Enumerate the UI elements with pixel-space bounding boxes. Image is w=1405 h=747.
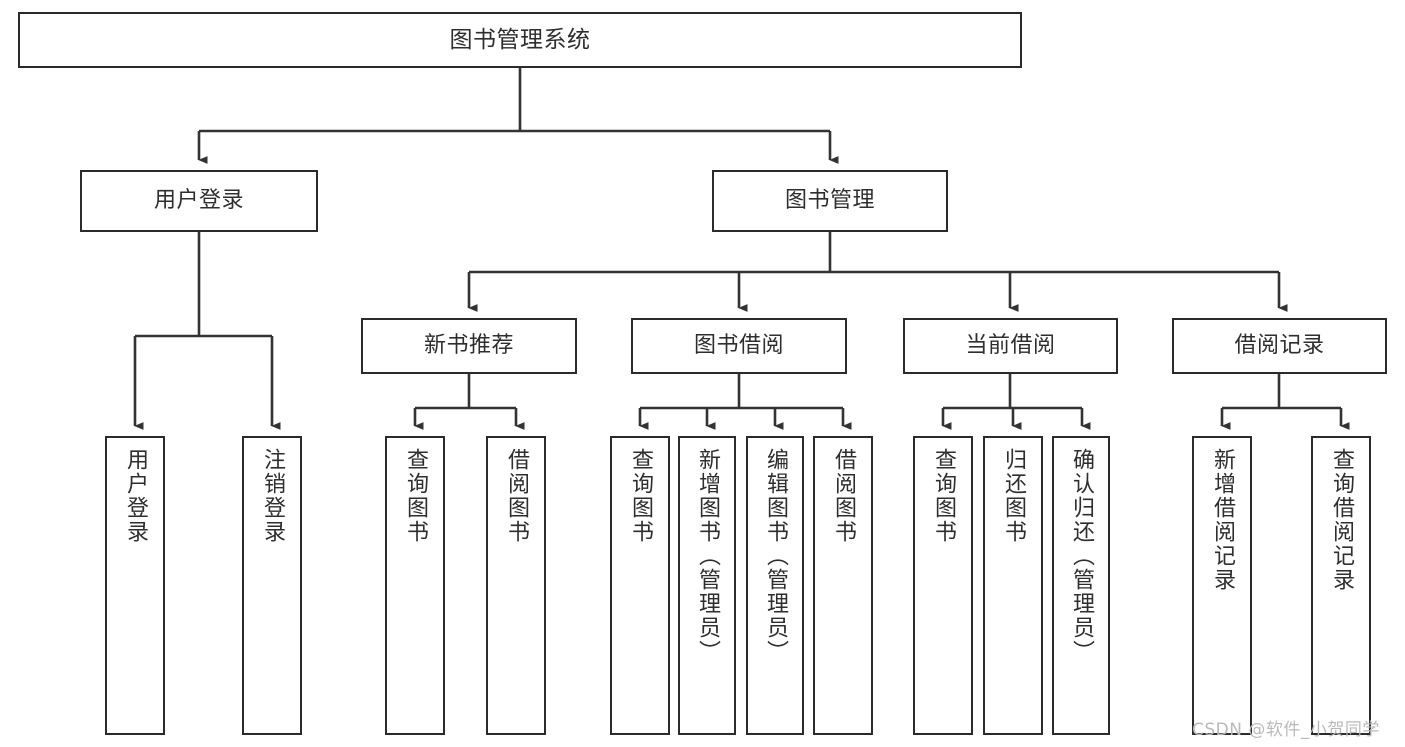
leaf-record-add-record[interactable]: 新增借阅记录 [1192, 436, 1252, 735]
node-label: 借阅图书 [831, 448, 856, 544]
leaf-current-confirm-return-admin[interactable]: 确认归还（管理员） [1052, 436, 1110, 735]
node-label: 图书管理系统 [449, 26, 591, 53]
leaf-recommend-query-book[interactable]: 查询图书 [385, 436, 445, 735]
leaf-user-login-signin[interactable]: 用户登录 [105, 436, 165, 735]
leaf-borrow-edit-book-admin[interactable]: 编辑图书（管理员） [746, 436, 804, 735]
node-label: 借阅图书 [504, 448, 529, 544]
node-label: 图书借阅 [693, 333, 784, 359]
node-label: 注销登录 [260, 448, 285, 544]
node-label: 图书管理 [784, 188, 875, 214]
node-book-management[interactable]: 图书管理 [712, 170, 948, 232]
node-label: 查询图书 [931, 448, 956, 544]
node-label: 当前借阅 [965, 333, 1056, 359]
node-label: 归还图书 [1001, 448, 1026, 544]
node-label: 用户登录 [123, 448, 148, 544]
node-label: 查询图书 [628, 448, 653, 544]
node-label: 借阅记录 [1234, 333, 1325, 359]
node-label: 用户登录 [153, 188, 244, 214]
node-root-system[interactable]: 图书管理系统 [18, 12, 1022, 68]
leaf-current-return-book[interactable]: 归还图书 [983, 436, 1043, 735]
leaf-borrow-query-book[interactable]: 查询图书 [610, 436, 670, 735]
node-label: 查询图书 [403, 448, 428, 544]
leaf-recommend-borrow-book[interactable]: 借阅图书 [486, 436, 546, 735]
leaf-borrow-borrow-book[interactable]: 借阅图书 [813, 436, 873, 735]
node-label: 查询借阅记录 [1329, 448, 1354, 592]
leaf-current-query-book[interactable]: 查询图书 [913, 436, 973, 735]
node-label: 新增借阅记录 [1210, 448, 1235, 592]
leaf-borrow-add-book-admin[interactable]: 新增图书（管理员） [678, 436, 736, 735]
node-label: 编辑图书（管理员） [763, 448, 788, 664]
node-label: 确认归还（管理员） [1069, 448, 1094, 664]
node-borrow-record[interactable]: 借阅记录 [1172, 318, 1387, 374]
node-label: 新增图书（管理员） [695, 448, 720, 664]
leaf-record-query-record[interactable]: 查询借阅记录 [1311, 436, 1371, 735]
node-user-login[interactable]: 用户登录 [80, 170, 318, 232]
node-label: 新书推荐 [423, 333, 514, 359]
leaf-user-login-signout[interactable]: 注销登录 [242, 436, 302, 735]
node-book-borrow[interactable]: 图书借阅 [631, 318, 847, 374]
node-new-book-recommend[interactable]: 新书推荐 [361, 318, 577, 374]
csdn-watermark: CSDN @软件_小贺同学 [1192, 720, 1380, 740]
node-current-borrow[interactable]: 当前借阅 [903, 318, 1118, 374]
